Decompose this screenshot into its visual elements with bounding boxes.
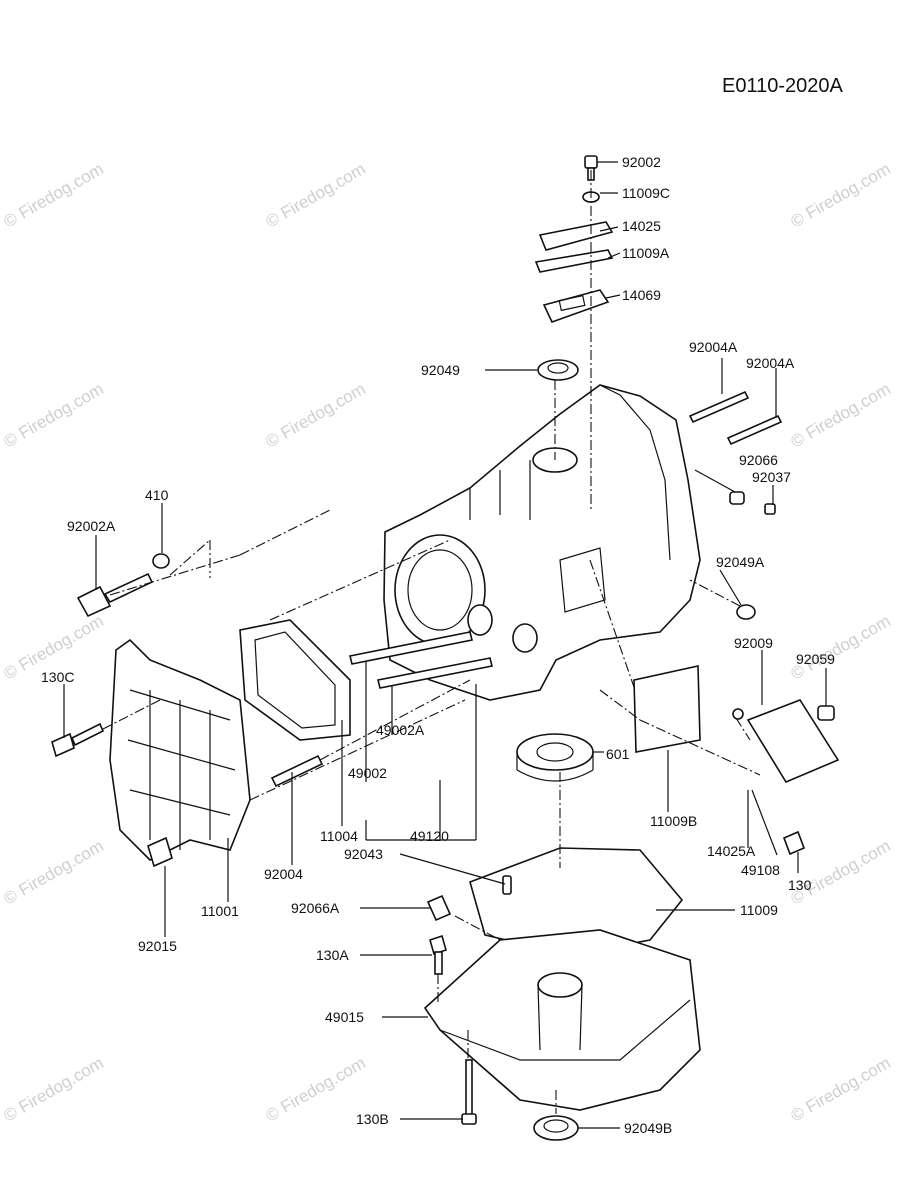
pushrods [349, 631, 493, 689]
watermark: © Firedog.com [788, 379, 894, 451]
part-label: 92066A [291, 900, 340, 916]
watermark: © Firedog.com [263, 1053, 369, 1125]
part-label: 92004 [264, 866, 303, 882]
part-label: 49108 [741, 862, 780, 878]
part-label: 14025 [622, 218, 661, 234]
part-label: 11001 [201, 903, 239, 919]
watermark: © Firedog.com [1, 836, 107, 908]
bolt-130b [461, 1059, 477, 1125]
part-label: 130A [316, 947, 349, 963]
fittings-92066-92037 [729, 491, 776, 515]
watermark: © Firedog.com [788, 1053, 894, 1125]
watermark: © Firedog.com [1, 379, 107, 451]
part-label: 11004 [320, 828, 358, 844]
bolt-130a [429, 934, 447, 975]
part-label: 92066 [739, 452, 778, 468]
bolt-92002a [76, 553, 170, 618]
pin-92043 [502, 875, 512, 895]
diagram-code: E0110-2020A [722, 75, 844, 97]
watermark: © Firedog.com [1, 1053, 107, 1125]
part-labels: 92002 11009C 14025 11009A 14069 92004A 9… [41, 154, 835, 1136]
part-label: 92004A [746, 355, 795, 371]
part-label: 49002A [376, 722, 425, 738]
oil-seal-92049 [537, 359, 579, 381]
part-label: 92049A [716, 554, 765, 570]
part-label: 130C [41, 669, 74, 685]
cap-92015 [147, 836, 173, 868]
part-label: 130B [356, 1111, 389, 1127]
part-label: 11009A [622, 245, 670, 261]
oil-seal-92049a [736, 604, 756, 620]
leader-lines [63, 161, 827, 1129]
breather-cover-assembly [534, 155, 614, 323]
part-label: 92043 [344, 846, 383, 862]
part-label: 410 [145, 487, 169, 503]
studs-92004a [688, 390, 783, 446]
gasket-11009b [633, 665, 701, 753]
part-label: 49120 [410, 828, 449, 844]
part-label: 11009 [740, 902, 778, 918]
crankcase [383, 384, 701, 701]
plug-92066a [426, 894, 452, 922]
bolt-130c [51, 722, 105, 758]
stud-92004 [270, 754, 324, 788]
part-label: 92004A [689, 339, 738, 355]
part-label: 92049B [624, 1120, 672, 1136]
cover-14025a [732, 699, 840, 856]
part-label: 14069 [622, 287, 661, 303]
watermark: © Firedog.com [1, 159, 107, 231]
bearing-601 [516, 733, 594, 782]
part-label: 11009C [622, 185, 670, 201]
oil-seal-92049b [533, 1115, 579, 1141]
part-label: 92015 [138, 938, 177, 954]
part-label: 92037 [752, 469, 791, 485]
part-label: 92009 [734, 635, 773, 651]
gasket-11009 [469, 847, 684, 956]
part-label: 49002 [348, 765, 387, 781]
watermark: © Firedog.com [788, 611, 894, 683]
part-label: 92002A [67, 518, 116, 534]
part-label: 601 [606, 746, 630, 762]
watermark: © Firedog.com [263, 159, 369, 231]
part-label: 92002 [622, 154, 661, 170]
head-gasket [239, 619, 351, 741]
crankcase-cover [423, 929, 701, 1111]
part-label: 130 [788, 877, 812, 893]
watermark: © Firedog.com [263, 379, 369, 451]
part-label: 11009B [650, 813, 697, 829]
watermark: © Firedog.com [788, 159, 894, 231]
cylinder-head [109, 638, 251, 861]
part-label: 92059 [796, 651, 835, 667]
part-label: 49015 [325, 1009, 364, 1025]
part-label: 92049 [421, 362, 460, 378]
part-label: 14025A [707, 843, 756, 859]
